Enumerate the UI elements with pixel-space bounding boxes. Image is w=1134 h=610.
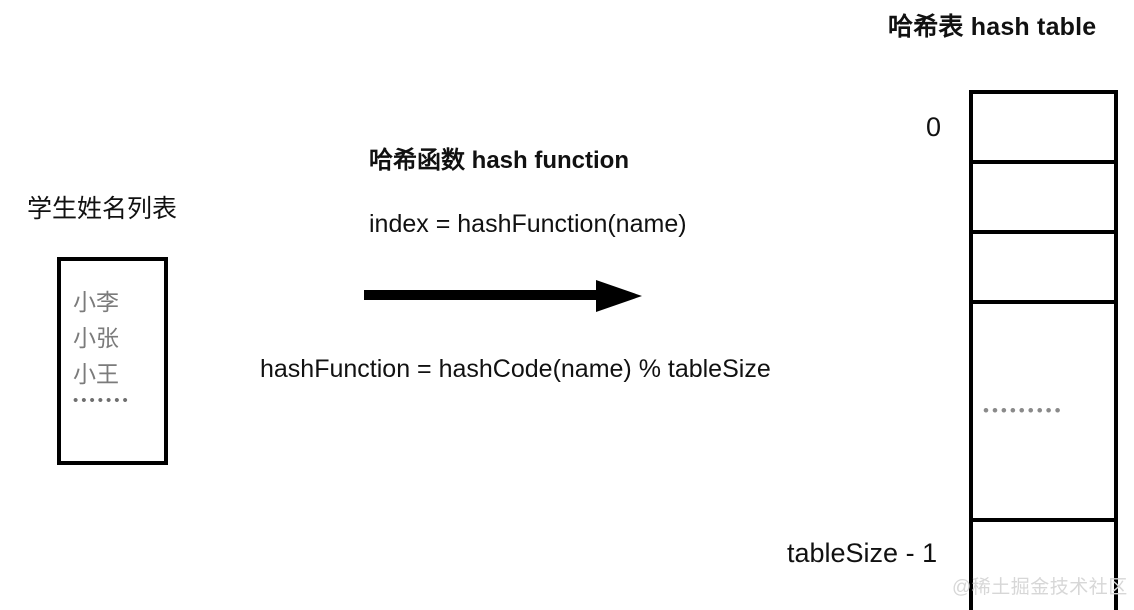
student-list-box: 小李 小张 小王 ••••••• — [57, 257, 168, 465]
student-list-ellipsis: ••••••• — [73, 392, 131, 409]
index-formula-text: index = hashFunction(name) — [369, 210, 687, 238]
hash-table-slot: ••••••••• — [973, 304, 1114, 522]
watermark: @稀土掘金技术社区 — [952, 577, 1128, 598]
right-arrow-icon — [364, 280, 642, 312]
hash-table-slot-ellipsis: ••••••••• — [983, 401, 1064, 420]
student-name-item: 小王 — [73, 361, 119, 387]
hash-table-slot — [973, 522, 1114, 610]
hash-function-title: 哈希函数 hash function — [369, 147, 629, 174]
hash-table-slot — [973, 234, 1114, 304]
hash-table-slots: ••••••••• — [969, 90, 1118, 610]
hash-table-slot — [973, 94, 1114, 164]
hash-formula-text: hashFunction = hashCode(name) % tableSiz… — [260, 355, 771, 383]
student-name-item: 小张 — [73, 325, 119, 351]
student-list-title: 学生姓名列表 — [27, 195, 178, 223]
hash-table-title: 哈希表 hash table — [888, 13, 1097, 41]
student-name-item: 小李 — [73, 289, 119, 315]
hash-table-slot — [973, 164, 1114, 234]
hash-table-index-first: 0 — [926, 112, 942, 142]
hash-table-index-last: tableSize - 1 — [787, 538, 938, 568]
